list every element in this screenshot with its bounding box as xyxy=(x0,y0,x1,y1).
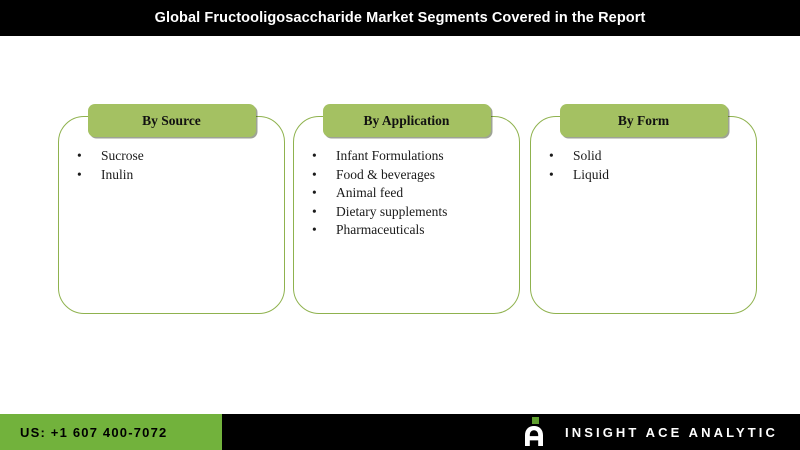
segment-card-title: By Application xyxy=(363,112,450,128)
brand-name: INSIGHT ACE ANALYTIC xyxy=(565,424,778,440)
page-title: Global Fructooligosaccharide Market Segm… xyxy=(154,10,646,26)
bullet-icon: • xyxy=(77,148,82,163)
list-item: • Food & beverages xyxy=(304,166,511,185)
bullet-icon: • xyxy=(312,166,317,182)
segment-card-title: By Source xyxy=(142,112,201,128)
bullet-icon: • xyxy=(312,185,317,201)
segment-item-list: • Sucrose • Inulin xyxy=(69,147,276,184)
list-item: • Dietary supplements xyxy=(304,203,511,222)
list-item-label: Pharmaceuticals xyxy=(336,222,425,238)
segment-card-by-form: By Form • Solid • Liquid xyxy=(530,104,757,314)
contact-phone-block: US: +1 607 400-7072 xyxy=(0,414,222,450)
letter-a-logo-icon xyxy=(521,417,547,447)
list-item: • Animal feed xyxy=(304,184,511,203)
segment-item-list: • Infant Formulations • Food & beverages… xyxy=(304,147,511,240)
list-item-label: Infant Formulations xyxy=(336,148,444,163)
segment-item-list: • Solid • Liquid xyxy=(541,147,748,184)
bullet-icon: • xyxy=(312,203,317,219)
brand-lockup: INSIGHT ACE ANALYTIC xyxy=(521,414,778,450)
list-item-label: Animal feed xyxy=(336,185,404,201)
bullet-icon: • xyxy=(549,148,554,163)
list-item-label: Solid xyxy=(573,148,602,163)
segment-card-by-application: By Application • Infant Formulations • F… xyxy=(293,104,520,314)
bullet-icon: • xyxy=(312,222,317,238)
list-item: • Sucrose xyxy=(69,147,276,166)
bullet-icon: • xyxy=(77,166,82,182)
list-item: • Liquid xyxy=(541,166,748,185)
header-bar: Global Fructooligosaccharide Market Segm… xyxy=(0,0,800,36)
segment-card-title: By Form xyxy=(617,112,670,128)
slide-canvas: By Source • Sucrose • Inulin By Applicat… xyxy=(0,36,800,414)
list-item-label: Dietary supplements xyxy=(336,203,448,219)
contact-phone-number: US: +1 607 400-7072 xyxy=(20,424,168,440)
segment-card-header-chip: By Form xyxy=(559,104,728,137)
list-item: • Solid xyxy=(541,147,748,166)
list-item: • Pharmaceuticals xyxy=(304,221,511,240)
segment-card-by-source: By Source • Sucrose • Inulin xyxy=(58,104,285,314)
list-item-label: Liquid xyxy=(573,166,609,182)
list-item-label: Sucrose xyxy=(101,148,144,163)
list-item-label: Inulin xyxy=(101,166,134,182)
segment-card-header-chip: By Source xyxy=(87,104,256,137)
bullet-icon: • xyxy=(312,148,317,163)
footer-bar: US: +1 607 400-7072 INSIGHT ACE ANALYTIC xyxy=(0,414,800,450)
bullet-icon: • xyxy=(549,166,554,182)
segment-card-header-chip: By Application xyxy=(322,104,491,137)
list-item: • Inulin xyxy=(69,166,276,185)
list-item: • Infant Formulations xyxy=(304,147,511,166)
list-item-label: Food & beverages xyxy=(336,166,435,182)
